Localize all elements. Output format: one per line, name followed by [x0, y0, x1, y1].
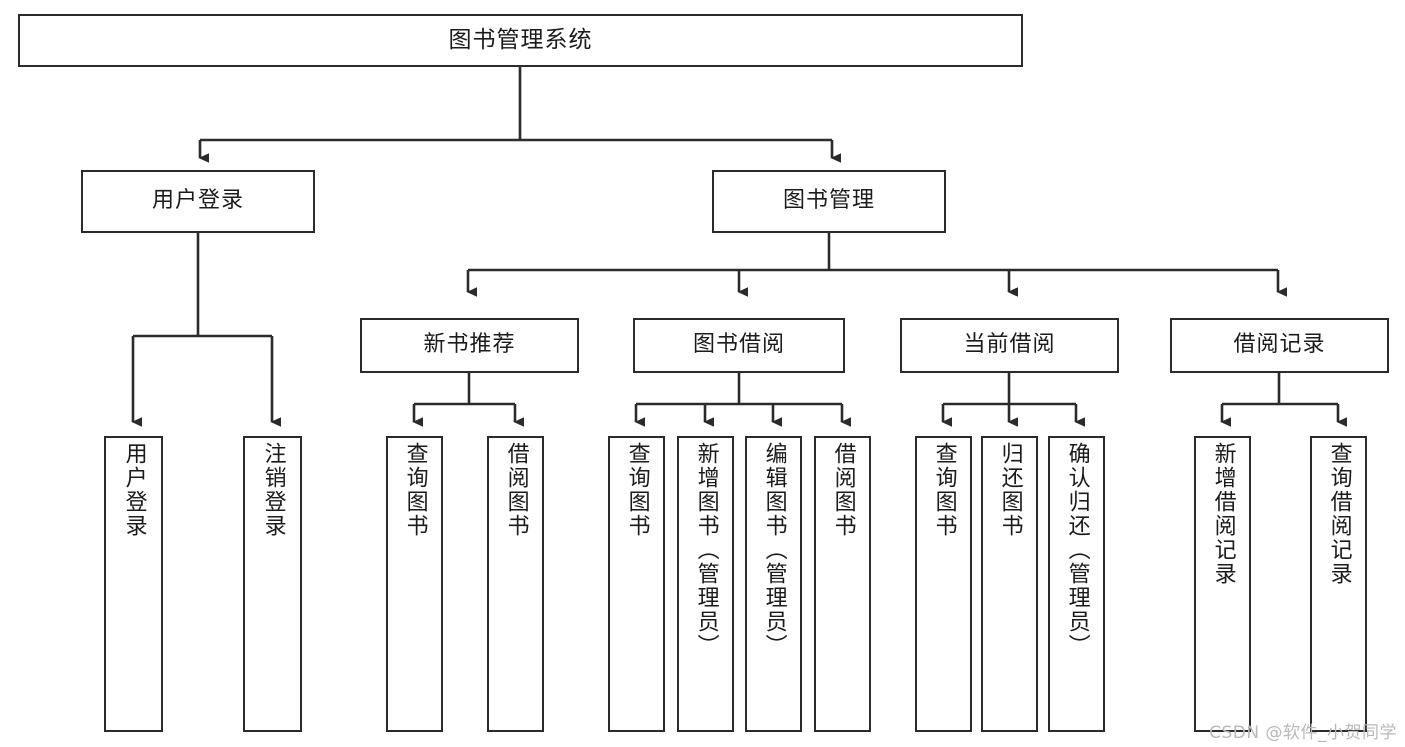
leaf-borrow-borrow-book[interactable]: 借阅图书: [814, 436, 871, 732]
leaf-user-login[interactable]: 用户登录: [104, 436, 163, 732]
leaf-record-query-record[interactable]: 查询借阅记录: [1310, 436, 1367, 732]
node-label: 归还图书: [997, 442, 1023, 538]
leaf-borrow-edit-book-admin[interactable]: 编辑图书（管理员）: [745, 436, 802, 732]
node-label: 借阅图书: [830, 442, 856, 538]
node-label: 查询图书: [624, 442, 650, 538]
node-borrow-record[interactable]: 借阅记录: [1170, 318, 1389, 373]
node-label: 注销登录: [260, 442, 286, 538]
node-root-system[interactable]: 图书管理系统: [18, 14, 1023, 67]
node-label: 图书管理: [782, 188, 875, 214]
node-label: 当前借阅: [963, 332, 1056, 358]
node-label: 查询图书: [931, 442, 957, 538]
node-label: 新增图书（管理员）: [693, 442, 719, 658]
node-label: 查询借阅记录: [1326, 442, 1352, 586]
leaf-record-add-record[interactable]: 新增借阅记录: [1194, 436, 1251, 732]
leaf-borrow-query-book[interactable]: 查询图书: [608, 436, 665, 732]
node-label: 新增借阅记录: [1210, 442, 1236, 586]
leaf-borrow-add-book-admin[interactable]: 新增图书（管理员）: [677, 436, 734, 732]
node-label: 新书推荐: [423, 332, 516, 358]
node-label: 借阅记录: [1233, 332, 1326, 358]
node-book-borrow[interactable]: 图书借阅: [633, 318, 845, 373]
node-label: 确认归还（管理员）: [1064, 442, 1090, 658]
node-current-borrow[interactable]: 当前借阅: [900, 318, 1119, 373]
node-label: 借阅图书: [503, 442, 529, 538]
node-label: 图书管理系统: [448, 26, 593, 53]
leaf-newbook-query-book[interactable]: 查询图书: [386, 436, 443, 732]
leaf-user-logout[interactable]: 注销登录: [243, 436, 302, 732]
leaf-newbook-borrow-book[interactable]: 借阅图书: [487, 436, 544, 732]
node-label: 编辑图书（管理员）: [761, 442, 787, 658]
node-book-management[interactable]: 图书管理: [712, 170, 946, 233]
node-new-book-recommend[interactable]: 新书推荐: [360, 318, 579, 373]
leaf-current-query-book[interactable]: 查询图书: [915, 436, 972, 732]
node-label: 用户登录: [151, 188, 244, 214]
leaf-current-confirm-return-admin[interactable]: 确认归还（管理员）: [1048, 436, 1105, 732]
node-label: 用户登录: [121, 442, 147, 538]
leaf-current-return-book[interactable]: 归还图书: [981, 436, 1038, 732]
node-label: 查询图书: [402, 442, 428, 538]
node-user-login[interactable]: 用户登录: [81, 170, 315, 233]
watermark: CSDN @软件_小贺同学: [1209, 723, 1397, 743]
node-label: 图书借阅: [692, 332, 785, 358]
